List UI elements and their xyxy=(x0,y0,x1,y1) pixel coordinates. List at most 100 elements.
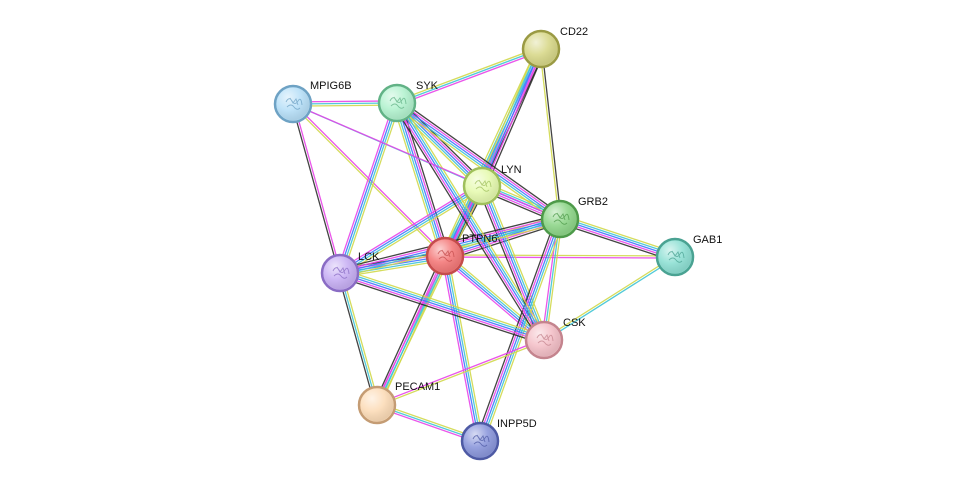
node-label-cd22: CD22 xyxy=(560,26,588,38)
node-lck[interactable]: LCK xyxy=(320,251,380,293)
node-lyn[interactable]: LYN xyxy=(462,164,522,206)
edge-evidence-line xyxy=(339,272,545,341)
node-highlight xyxy=(527,323,561,357)
edge-lyn-cd22[interactable] xyxy=(477,46,546,189)
edge-evidence-line xyxy=(342,103,401,275)
edge-evidence-line xyxy=(396,48,542,104)
edge-evidence-line xyxy=(394,103,543,342)
edge-evidence-line xyxy=(392,103,442,258)
node-highlight xyxy=(543,202,577,236)
edge-evidence-line xyxy=(376,340,546,407)
edge-evidence-line xyxy=(339,186,484,275)
edge-evidence-line xyxy=(373,254,443,405)
protein-structure-icon xyxy=(474,179,492,192)
edge-evidence-line xyxy=(398,98,564,217)
node-label-syk: SYK xyxy=(416,80,439,92)
edge-evidence-line xyxy=(338,184,483,273)
node-label-gab1: GAB1 xyxy=(693,234,722,246)
node-highlight xyxy=(524,32,558,66)
edge-evidence-line xyxy=(483,184,547,340)
node-label-ptpn6: PTPN6 xyxy=(462,233,497,245)
edge-evidence-line xyxy=(392,104,542,343)
node-mpig6b[interactable]: MPIG6B xyxy=(273,80,352,124)
edge-evidence-line xyxy=(337,182,482,271)
node-label-grb2: GRB2 xyxy=(578,196,608,208)
protein-structure-icon xyxy=(552,212,570,225)
edge-evidence-line xyxy=(394,102,444,258)
edge-evidence-line xyxy=(443,255,480,442)
node-label-csk: CSK xyxy=(563,317,586,329)
node-syk[interactable]: SYK xyxy=(377,80,439,123)
edge-evidence-line xyxy=(444,256,676,259)
node-ptpn6[interactable]: PTPN6 xyxy=(425,233,497,276)
edge-evidence-line xyxy=(485,50,546,189)
node-csk[interactable]: CSK xyxy=(524,317,586,360)
edge-grb2-syk[interactable] xyxy=(393,98,564,224)
node-highlight xyxy=(428,239,462,273)
edge-evidence-line xyxy=(444,254,676,257)
edge-layer xyxy=(291,46,677,444)
edge-evidence-line xyxy=(479,47,540,186)
edge-evidence-line xyxy=(440,46,538,255)
edge-ptpn6-gab1[interactable] xyxy=(444,254,676,259)
node-grb2[interactable]: GRB2 xyxy=(540,196,608,239)
node-label-mpig6b: MPIG6B xyxy=(310,80,352,92)
edge-evidence-line xyxy=(481,48,542,187)
edge-syk-cd22[interactable] xyxy=(395,46,543,106)
edge-csk-pecam1[interactable] xyxy=(375,338,546,407)
edge-evidence-line xyxy=(397,100,562,218)
node-label-lck: LCK xyxy=(358,251,380,263)
edge-syk-csk[interactable] xyxy=(392,100,549,343)
node-inpp5d[interactable]: INPP5D xyxy=(460,418,537,461)
edge-evidence-line xyxy=(543,257,677,342)
edge-evidence-line xyxy=(442,47,540,256)
edge-evidence-line xyxy=(395,46,541,102)
node-gab1[interactable]: GAB1 xyxy=(655,234,722,277)
edge-evidence-line xyxy=(397,50,543,106)
edge-lyn-lck[interactable] xyxy=(337,182,485,277)
edge-mpig6b-grb2[interactable] xyxy=(292,103,561,220)
edge-lck-csk[interactable] xyxy=(338,268,546,345)
edge-evidence-line xyxy=(445,255,482,442)
node-highlight xyxy=(658,240,692,274)
edge-ptpn6-inpp5d[interactable] xyxy=(441,254,484,443)
edge-evidence-line xyxy=(447,254,484,442)
edge-evidence-line xyxy=(338,274,544,343)
edge-evidence-line xyxy=(291,103,340,274)
edge-evidence-line xyxy=(393,105,480,190)
edge-evidence-line xyxy=(542,255,676,340)
edge-evidence-line xyxy=(292,103,561,220)
protein-structure-icon xyxy=(389,96,407,109)
edge-evidence-line xyxy=(485,183,549,340)
edge-evidence-line xyxy=(396,102,446,257)
edge-grb2-gab1[interactable] xyxy=(558,214,677,262)
edge-csk-gab1[interactable] xyxy=(542,255,677,342)
protein-structure-icon xyxy=(472,434,490,447)
edge-evidence-line xyxy=(399,99,486,184)
edge-evidence-line xyxy=(393,105,559,224)
edge-evidence-line xyxy=(443,256,544,342)
edge-evidence-line xyxy=(560,216,677,256)
edge-evidence-line xyxy=(340,270,546,339)
edge-syk-lck[interactable] xyxy=(336,101,401,275)
protein-structure-icon xyxy=(437,249,455,262)
edge-evidence-line xyxy=(483,49,544,188)
node-pecam1[interactable]: PECAM1 xyxy=(357,381,440,425)
edge-mpig6b-lck[interactable] xyxy=(291,103,342,274)
protein-structure-icon xyxy=(332,266,350,279)
edge-evidence-line xyxy=(339,272,378,406)
edge-evidence-line xyxy=(340,102,399,274)
edge-evidence-line xyxy=(477,46,538,185)
edge-lck-pecam1[interactable] xyxy=(337,271,380,407)
edge-evidence-line xyxy=(396,102,545,341)
edge-grb2-cd22[interactable] xyxy=(539,48,562,220)
edge-evidence-line xyxy=(441,255,478,443)
node-highlight xyxy=(465,169,499,203)
edge-evidence-line xyxy=(337,272,376,407)
edge-evidence-line xyxy=(374,184,481,405)
edge-evidence-line xyxy=(560,214,677,254)
edge-evidence-line xyxy=(558,222,675,262)
edge-evidence-line xyxy=(293,103,342,274)
node-cd22[interactable]: CD22 xyxy=(521,26,588,69)
